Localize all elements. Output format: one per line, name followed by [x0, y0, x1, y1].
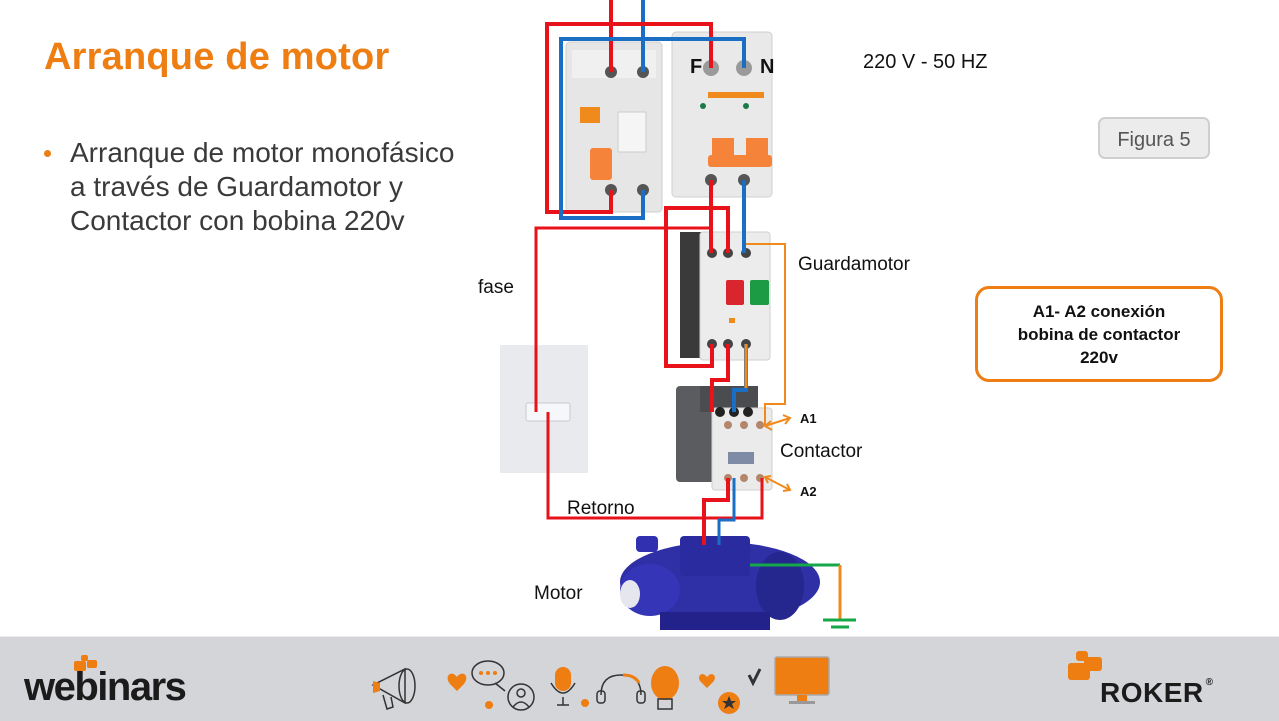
guardamotor-label: Guardamotor: [798, 254, 910, 275]
bullet-text: Arranque de motor monofásico a través de…: [70, 137, 455, 236]
roker-logo-text: ROKER: [1100, 677, 1204, 708]
contactor-label: Contactor: [780, 441, 863, 462]
wiring-diagram: [500, 0, 856, 630]
footer-decor-icons: [371, 656, 830, 714]
wire-control-guardamotor-a1: [746, 243, 786, 426]
roker-logo-mark-icon: [1068, 651, 1102, 680]
callout-line-3: 220v: [1080, 347, 1118, 367]
callout-line-1: A1- A2 conexión: [1032, 301, 1166, 321]
wall-switch: [500, 345, 588, 473]
callout-line-2: bobina de contactor: [1017, 324, 1181, 344]
heart-icon: [447, 673, 467, 691]
webinars-logo-mark-icon: [74, 655, 97, 671]
wire-neutral-diff-to-breaker: [559, 37, 746, 220]
fase-label: fase: [478, 277, 514, 298]
wire-retorno: [546, 412, 764, 520]
wire-phase-to-motor: [702, 478, 730, 545]
roker-logo: ROKER®: [1100, 677, 1214, 709]
registered-mark: ®: [1205, 677, 1214, 688]
retorno-label: Retorno: [567, 498, 635, 519]
figure-badge: Figura 5: [1098, 117, 1210, 159]
motor-pump: [620, 536, 820, 630]
a1-label: A1: [800, 411, 817, 426]
lightbulb-icon: [651, 666, 679, 710]
coil-connection-callout: A1- A2 conexión bobina de contactor 220v: [975, 286, 1223, 382]
contactor-device: [676, 386, 773, 491]
wire-phase-diff-to-breaker: [545, 22, 713, 214]
wire-phase-bridge: [664, 206, 730, 368]
star-icon: [718, 692, 740, 714]
ground-symbol-icon: [823, 618, 856, 629]
terminal-n-label: N: [760, 56, 775, 78]
microphone-icon: [550, 667, 576, 706]
chat-bubble-icon: [471, 660, 506, 692]
motor-label: Motor: [534, 583, 583, 604]
megaphone-icon: [371, 667, 416, 710]
headphones-icon: [596, 673, 646, 704]
a2-label: A2: [800, 484, 817, 499]
a1-arrow-icon: [763, 414, 792, 431]
user-icon: [507, 683, 535, 711]
monitor-icon: [774, 656, 830, 704]
wire-phase-gm-to-contactor: [710, 344, 730, 412]
circuit-breaker: [671, 31, 773, 198]
webinars-logo: webinars: [24, 665, 187, 709]
footer-bar: webinars: [0, 636, 1279, 721]
wire-neutral-to-motor: [717, 478, 736, 545]
terminal-f-label: F: [690, 56, 703, 78]
wire-fase-to-switch: [534, 226, 711, 412]
wires: [534, 0, 842, 620]
supply-label: 220 V - 50 HZ: [863, 51, 988, 73]
checkmark-icon: [747, 668, 762, 687]
bullet-list: Arranque de motor monofásico a través de…: [44, 136, 464, 238]
guardamotor-device: [680, 231, 771, 361]
differential-switch: [565, 41, 663, 213]
slide-title: Arranque de motor: [44, 36, 390, 78]
a2-arrow-icon: [763, 475, 792, 492]
bullet-dot: [44, 150, 51, 157]
